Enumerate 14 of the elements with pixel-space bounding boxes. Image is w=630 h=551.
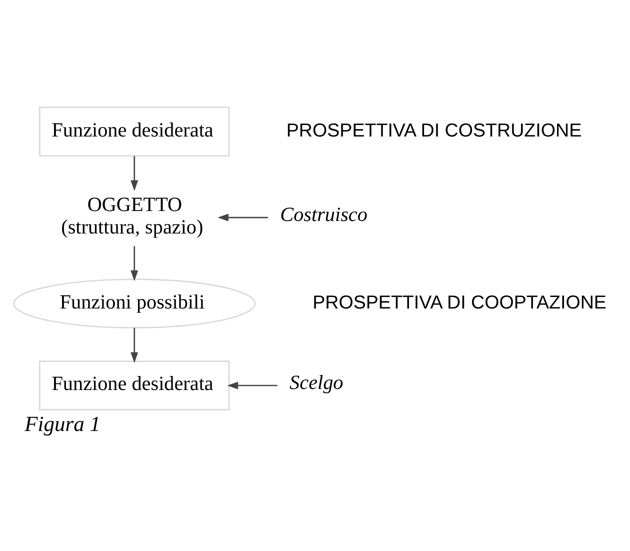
- arrow: [227, 381, 278, 389]
- node-box: Funzione desiderata: [38, 106, 230, 156]
- label: PROSPETTIVA DI COSTRUZIONE: [286, 119, 582, 140]
- node-text: Scelgo: [290, 371, 344, 394]
- node-text: Costruisco: [280, 203, 368, 226]
- node-ellipse: Funzioni possibili: [13, 278, 256, 328]
- node-box: Funzione desiderata: [38, 360, 230, 410]
- node-text: OGGETTO (struttura, spazio): [61, 193, 204, 238]
- caption: Figura 1: [24, 411, 100, 436]
- arrow: [130, 246, 138, 281]
- arrow: [218, 213, 268, 221]
- label: PROSPETTIVA DI COOPTAZIONE: [312, 291, 606, 312]
- arrow: [130, 327, 138, 363]
- arrow: [130, 156, 138, 191]
